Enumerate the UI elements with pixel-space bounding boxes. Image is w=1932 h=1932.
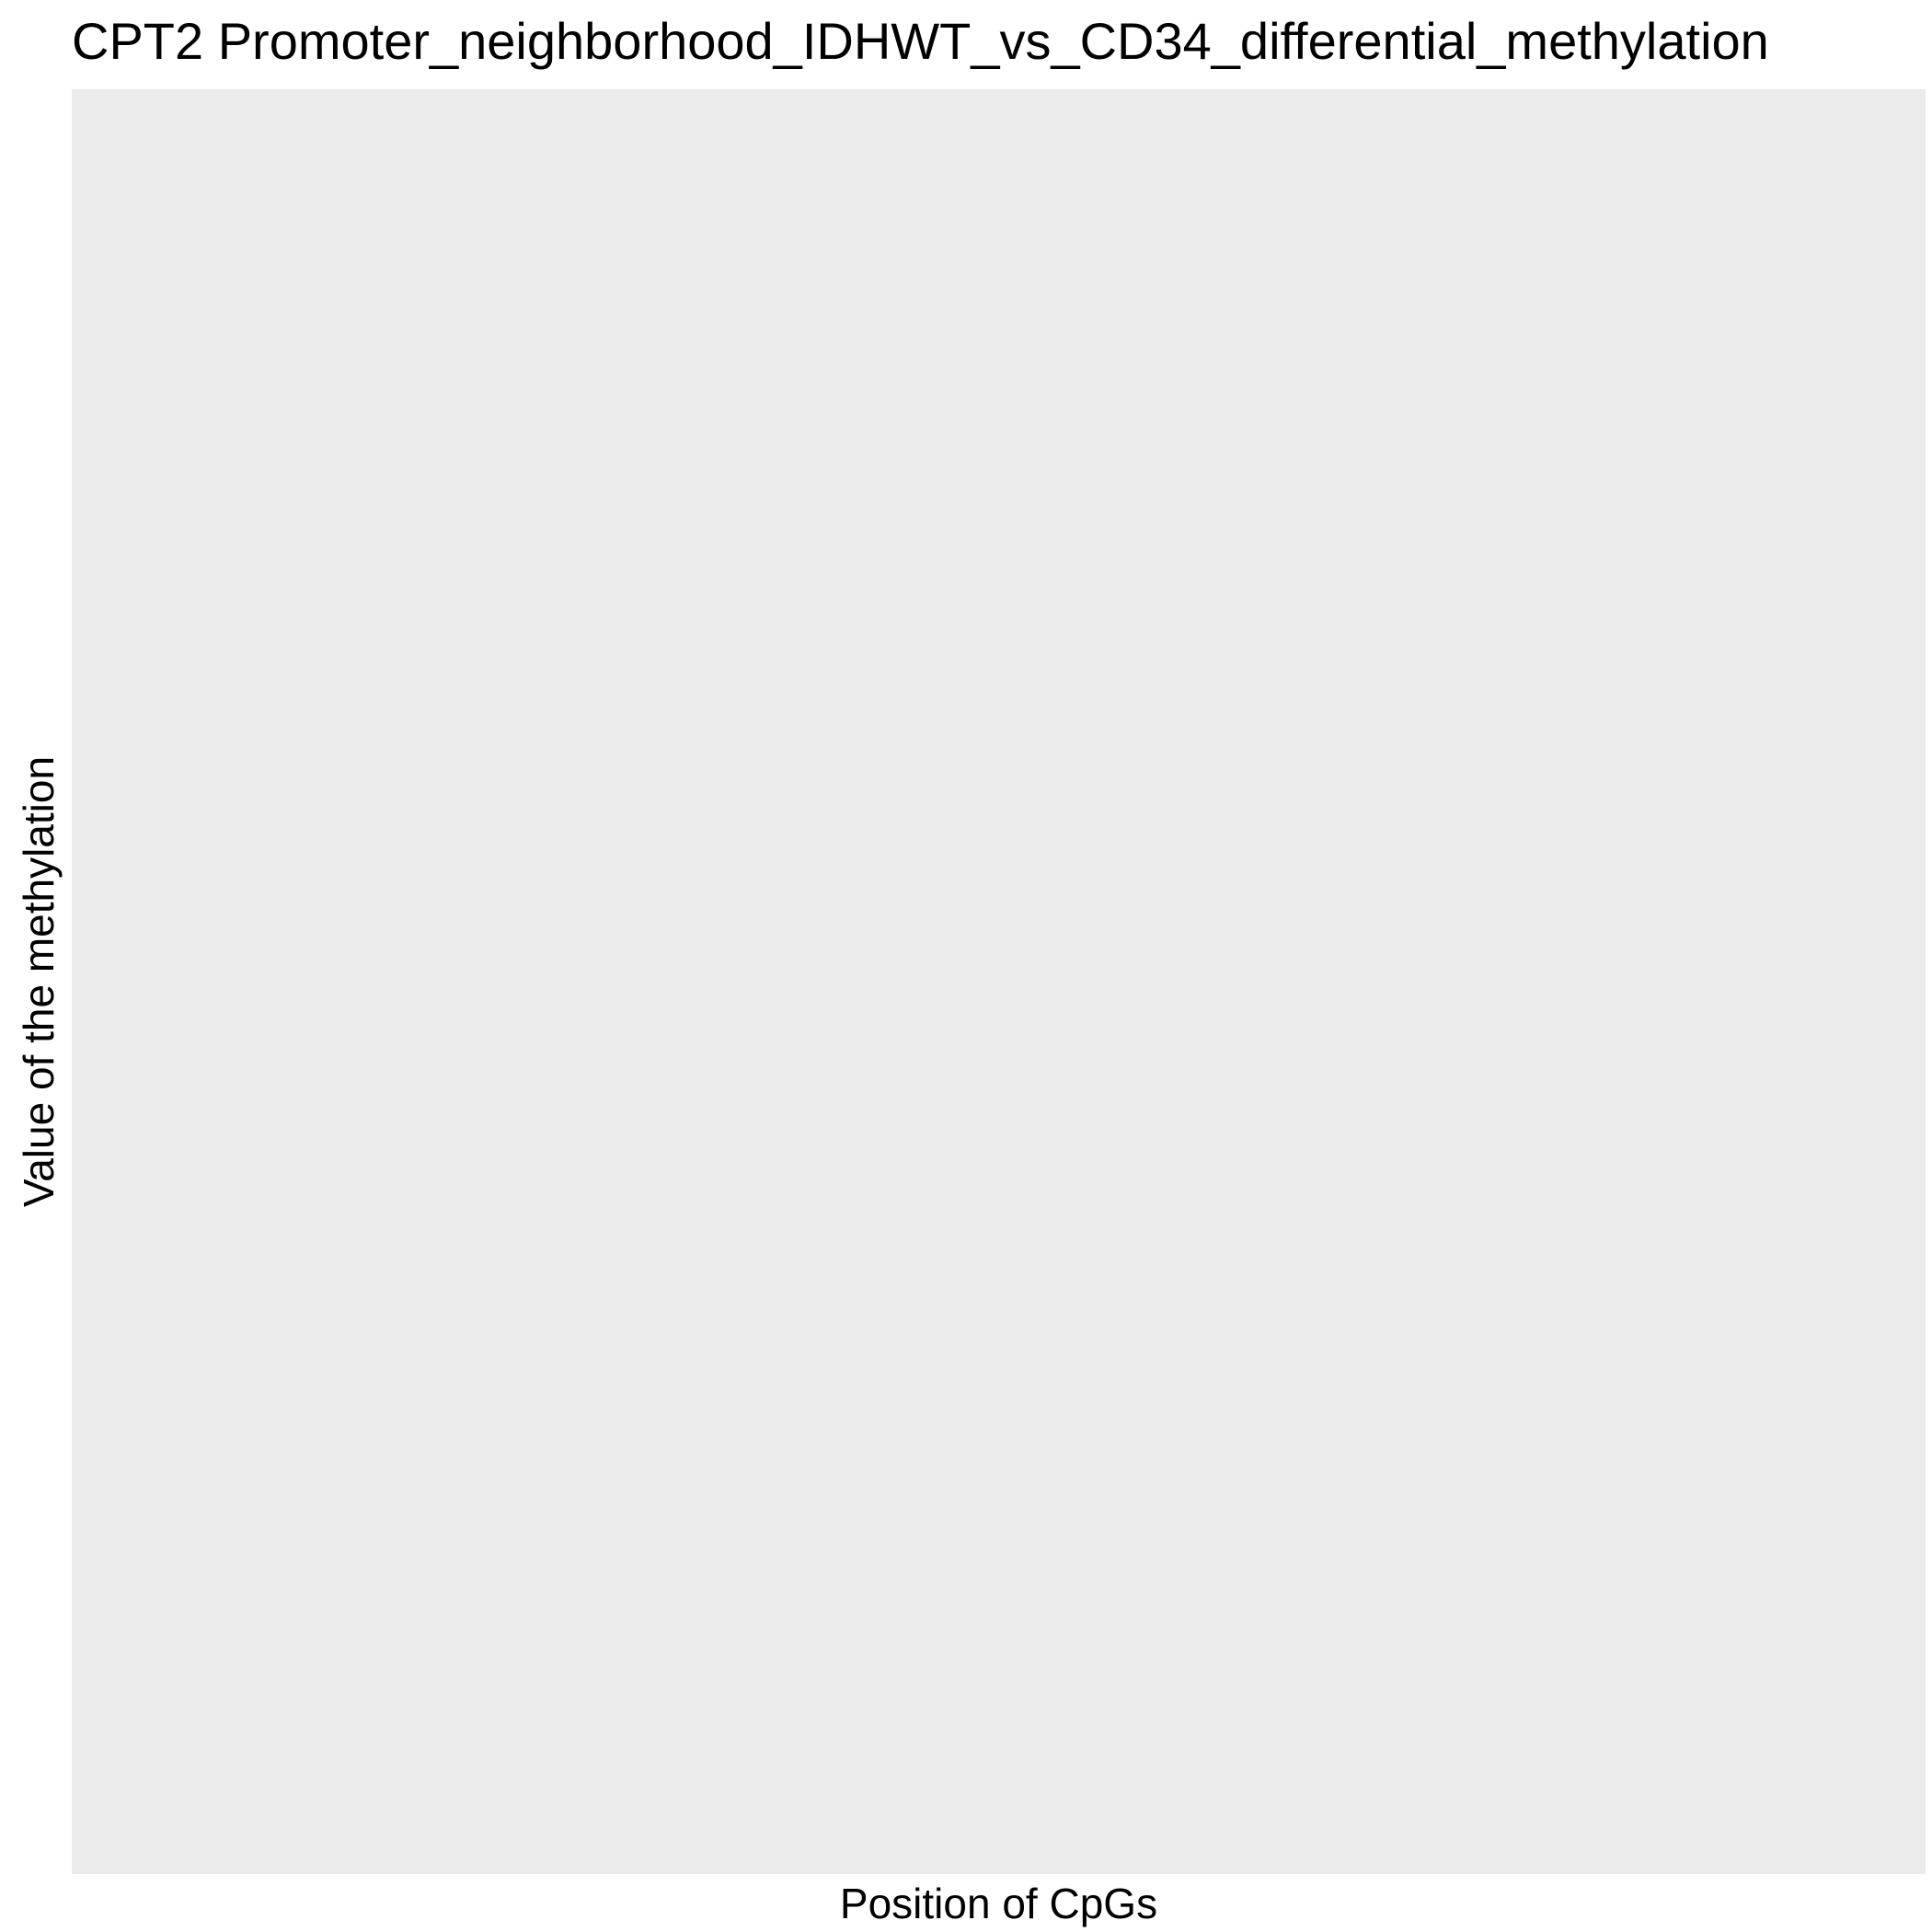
y-axis-title: Value of the methylation <box>15 755 63 1208</box>
x-axis-title: Position of CpGs <box>839 1880 1158 1927</box>
chart-title: CPT2 Promoter_neighborhood_IDHWT_vs_CD34… <box>72 12 1769 70</box>
plot-panel <box>72 89 1926 1874</box>
